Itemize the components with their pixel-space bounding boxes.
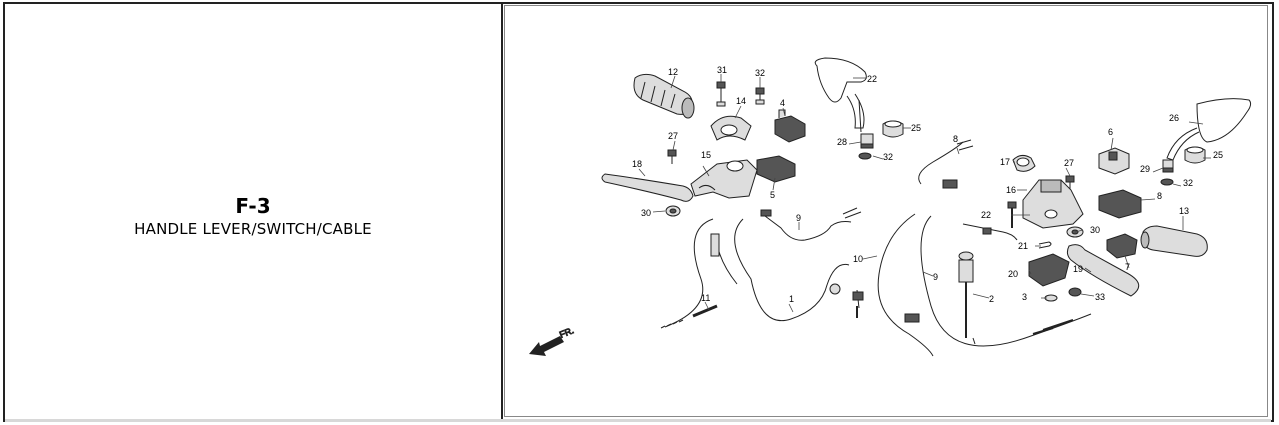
- part-4-switch: [774, 109, 806, 143]
- label-33: 33: [1095, 292, 1105, 302]
- label-21: 20: [1008, 269, 1018, 279]
- label-9a: 9: [796, 213, 801, 223]
- label-17: 16: [1006, 185, 1016, 195]
- part-24-left-mirror: [814, 57, 867, 133]
- front-direction-arrow: [529, 336, 564, 356]
- part-31-bolt-a: [716, 81, 726, 107]
- part-16-lever-holder: [690, 159, 758, 199]
- label-20: 19: [1073, 264, 1083, 274]
- label-23: 22: [981, 210, 991, 220]
- part-25-boot-right: [1184, 146, 1206, 164]
- section-code: F-3: [235, 194, 271, 218]
- part-19-left-lever: [601, 173, 694, 202]
- label-7: 7: [1125, 262, 1130, 272]
- part-32-washer-left: [858, 152, 872, 160]
- label-15: 14: [736, 96, 746, 106]
- part-10-rear-brake-cable-b: [920, 215, 1092, 347]
- label-11: 10: [853, 254, 863, 264]
- part-14-right-grip: [1140, 225, 1208, 257]
- part-2-choke-cable: [958, 251, 976, 345]
- label-31a: 31: [717, 65, 727, 75]
- part-26-right-mirror: [1166, 98, 1252, 161]
- label-13: 12: [668, 67, 678, 77]
- label-22: 21: [1018, 241, 1028, 251]
- part-5-switch: [756, 155, 796, 183]
- part-number-labels: 12 31 32 14 4 22 28 32 25 27 18 15 5 30 …: [632, 65, 1223, 304]
- label-14: 13: [1179, 206, 1189, 216]
- label-32b: 32: [1183, 178, 1193, 188]
- part-23-bolt-long: [1007, 201, 1017, 228]
- label-30b: 30: [1090, 225, 1100, 235]
- label-16: 15: [701, 150, 711, 160]
- label-8: 8: [1157, 191, 1162, 201]
- part-21-switch-body: [1028, 253, 1070, 287]
- label-6: 6: [1108, 127, 1113, 137]
- part-8-switch: [1098, 189, 1142, 219]
- label-4: 4: [780, 98, 785, 108]
- label-29: 29: [1140, 164, 1150, 174]
- label-24: 22: [867, 74, 877, 84]
- label-28: 28: [837, 137, 847, 147]
- part-17-master-cylinder: [1022, 179, 1084, 229]
- part-25-boot-left: [882, 120, 904, 138]
- label-2: 2: [989, 294, 994, 304]
- leader-lines: [638, 74, 1211, 313]
- part-6-switch: [1098, 147, 1130, 175]
- panel-divider: [501, 4, 503, 419]
- label-32a: 32: [883, 152, 893, 162]
- section-title-panel: F-3 HANDLE LEVER/SWITCH/CABLE: [5, 4, 501, 419]
- part-32-washer-right: [1160, 178, 1174, 186]
- label-18: 17: [1000, 157, 1010, 167]
- label-1: 1: [789, 294, 794, 304]
- label-27a: 27: [668, 131, 678, 141]
- label-12: 11: [701, 293, 710, 303]
- part-18-clamp: [1012, 154, 1036, 172]
- part-20-right-lever: [1066, 244, 1140, 297]
- label-10: 9: [933, 272, 938, 282]
- part-1-throttle-cable: [734, 218, 864, 321]
- label-19: 18: [632, 159, 642, 169]
- label-27b: 27: [1064, 158, 1074, 168]
- part-29-nut: [1162, 159, 1174, 173]
- part-12-rear-brake-cable: [660, 218, 738, 329]
- part-22-pin: [1038, 241, 1052, 249]
- section-title: HANDLE LEVER/SWITCH/CABLE: [134, 220, 372, 238]
- part-28-nut: [860, 133, 874, 149]
- label-25a: 25: [911, 123, 921, 133]
- label-30a: 30: [641, 208, 651, 218]
- bottom-strip: [5, 419, 1271, 422]
- part-9-harness-lower: [760, 207, 862, 241]
- label-9b: 8: [953, 134, 958, 144]
- exploded-parts-diagram: FR.: [529, 57, 1252, 357]
- part-13-left-grip: [633, 73, 695, 119]
- label-31b: 32: [755, 68, 765, 78]
- label-5: 5: [770, 190, 775, 200]
- label-3: 3: [1022, 292, 1027, 302]
- part-11-front-brake-cable: [877, 213, 934, 357]
- part-33-nut: [1068, 287, 1082, 297]
- part-30-nut-left: [665, 205, 681, 217]
- exploded-diagram-panel: FR.: [503, 4, 1270, 419]
- part-15-switch-housing-cap: [710, 115, 752, 141]
- diagram-border: [504, 5, 1268, 417]
- part-27-bolt-left: [667, 149, 677, 164]
- part-7-switch: [1106, 233, 1138, 259]
- label-26: 26: [1169, 113, 1179, 123]
- part-9-harness-upper: [918, 139, 974, 189]
- label-25b: 25: [1213, 150, 1223, 160]
